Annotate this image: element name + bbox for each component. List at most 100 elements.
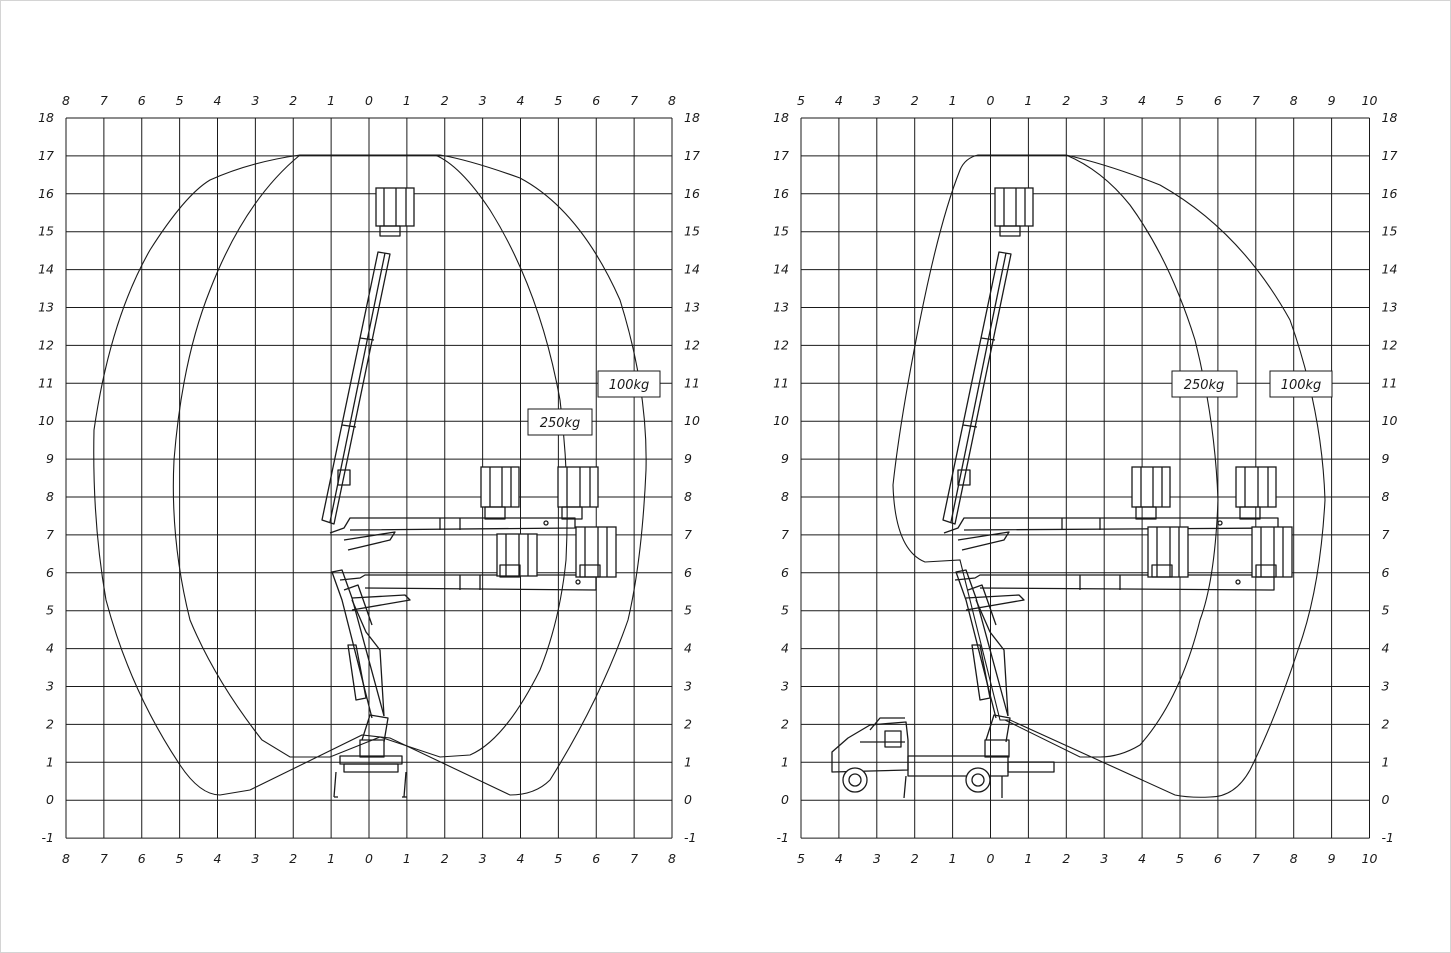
right-x-tick-bottom: 4 xyxy=(835,851,843,866)
right-envelope-100kg xyxy=(892,154,1326,798)
left-x-tick-bottom: 6 xyxy=(592,851,600,866)
right-x-tick-top: 2 xyxy=(911,93,919,108)
right-y-tick-left: 6 xyxy=(781,565,789,580)
right-y-tick-left: 8 xyxy=(781,489,789,504)
left-y-tick-right: 13 xyxy=(684,300,700,315)
left-x-tick-top: 8 xyxy=(668,93,676,108)
left-y-tick-right: 3 xyxy=(684,679,692,694)
right-x-tick-bottom: 6 xyxy=(1214,851,1222,866)
left-x-tick-bottom: 3 xyxy=(251,851,259,866)
right-x-tick-bottom: 5 xyxy=(797,851,805,866)
left-x-tick-bottom: 5 xyxy=(176,851,184,866)
right-y-tick-left: 14 xyxy=(773,262,789,277)
left-y-tick-right: 10 xyxy=(684,413,700,428)
right-x-tick-bottom: 1 xyxy=(1024,851,1032,866)
left-y-tick-right: -1 xyxy=(684,830,696,845)
right-telescopic-boom xyxy=(942,251,1012,525)
left-x-tick-bottom: 8 xyxy=(668,851,676,866)
left-x-tick-top: 2 xyxy=(289,93,297,108)
right-y-tick-left: 0 xyxy=(781,792,789,807)
left-x-tick-top: 2 xyxy=(441,93,449,108)
left-y-tick-left: 12 xyxy=(38,337,54,352)
right-x-tick-top: 8 xyxy=(1290,93,1298,108)
left-y-tick-left: 4 xyxy=(46,641,54,656)
left-x-tick-top: 8 xyxy=(62,93,70,108)
left-y-tick-right: 15 xyxy=(684,224,700,239)
right-x-tick-top: 1 xyxy=(949,93,957,108)
left-y-tick-left: 8 xyxy=(46,489,54,504)
left-y-tick-left: 15 xyxy=(38,224,54,239)
right-y-tick-left: 10 xyxy=(773,413,789,428)
right-x-tick-top: 6 xyxy=(1214,93,1222,108)
right-y-tick-right: 0 xyxy=(1382,792,1390,807)
left-y-tick-left: 2 xyxy=(46,716,54,731)
left-y-tick-right: 0 xyxy=(684,792,692,807)
right-x-tick-top: 4 xyxy=(1138,93,1146,108)
right-grid xyxy=(800,117,1370,839)
left-y-tick-left: 16 xyxy=(38,186,54,201)
right-y-tick-right: 17 xyxy=(1382,148,1398,163)
left-telescopic-boom xyxy=(321,251,391,525)
left-lower-boom xyxy=(331,569,385,719)
left-x-tick-top: 6 xyxy=(138,93,146,108)
right-y-tick-right: 9 xyxy=(1382,451,1390,466)
left-x-tick-top: 6 xyxy=(592,93,600,108)
left-y-tick-left: 14 xyxy=(38,262,54,277)
left-label-100kg: 100kg xyxy=(597,370,661,398)
right-baskets xyxy=(994,187,1293,578)
right-y-tick-left: 7 xyxy=(781,527,789,542)
right-y-tick-right: 2 xyxy=(1382,716,1390,731)
right-x-tick-top: 5 xyxy=(1176,93,1184,108)
right-lower-boom xyxy=(955,569,1009,719)
right-y-tick-right: 16 xyxy=(1382,186,1398,201)
right-x-tick-bottom: 7 xyxy=(1252,851,1260,866)
right-y-tick-left: 12 xyxy=(773,337,789,352)
right-y-tick-right: 15 xyxy=(1382,224,1398,239)
left-y-tick-right: 11 xyxy=(684,375,700,390)
left-x-tick-bottom: 6 xyxy=(138,851,146,866)
left-x-tick-top: 1 xyxy=(403,93,411,108)
left-x-tick-top: 0 xyxy=(365,93,373,108)
truck-icon xyxy=(831,714,1055,799)
right-envelope-250kg xyxy=(1004,154,1219,758)
left-x-tick-bottom: 4 xyxy=(214,851,222,866)
left-y-tick-right: 14 xyxy=(684,262,700,277)
right-y-tick-right: 10 xyxy=(1382,413,1398,428)
right-x-tick-bottom: 2 xyxy=(911,851,919,866)
right-x-tick-top: 4 xyxy=(835,93,843,108)
right-x-tick-top: 1 xyxy=(1024,93,1032,108)
right-y-tick-left: 3 xyxy=(781,679,789,694)
right-x-tick-bottom: 3 xyxy=(1100,851,1108,866)
right-label-100kg-text: 100kg xyxy=(1281,378,1322,393)
right-y-tick-left: 16 xyxy=(773,186,789,201)
left-y-tick-left: 7 xyxy=(46,527,54,542)
right-y-tick-left: 18 xyxy=(773,110,789,125)
right-y-tick-right: 4 xyxy=(1382,641,1390,656)
left-x-tick-bottom: 7 xyxy=(100,851,108,866)
left-x-tick-bottom: 3 xyxy=(479,851,487,866)
right-y-tick-left: 11 xyxy=(773,375,789,390)
left-envelope-250kg xyxy=(172,154,568,758)
left-y-tick-right: 7 xyxy=(684,527,692,542)
right-x-tick-bottom: 10 xyxy=(1362,851,1378,866)
left-x-tick-top: 1 xyxy=(327,93,335,108)
left-y-tick-right: 5 xyxy=(684,603,692,618)
left-baskets xyxy=(375,187,617,578)
left-x-tick-top: 4 xyxy=(214,93,222,108)
left-x-tick-top: 7 xyxy=(100,93,108,108)
left-x-tick-bottom: 1 xyxy=(403,851,411,866)
right-label-250kg: 250kg xyxy=(1171,370,1238,398)
outrigger-base-icon xyxy=(333,714,407,798)
left-y-tick-right: 4 xyxy=(684,641,692,656)
right-x-tick-top: 7 xyxy=(1252,93,1260,108)
left-y-tick-left: 1 xyxy=(46,754,54,769)
right-y-tick-right: 6 xyxy=(1382,565,1390,580)
